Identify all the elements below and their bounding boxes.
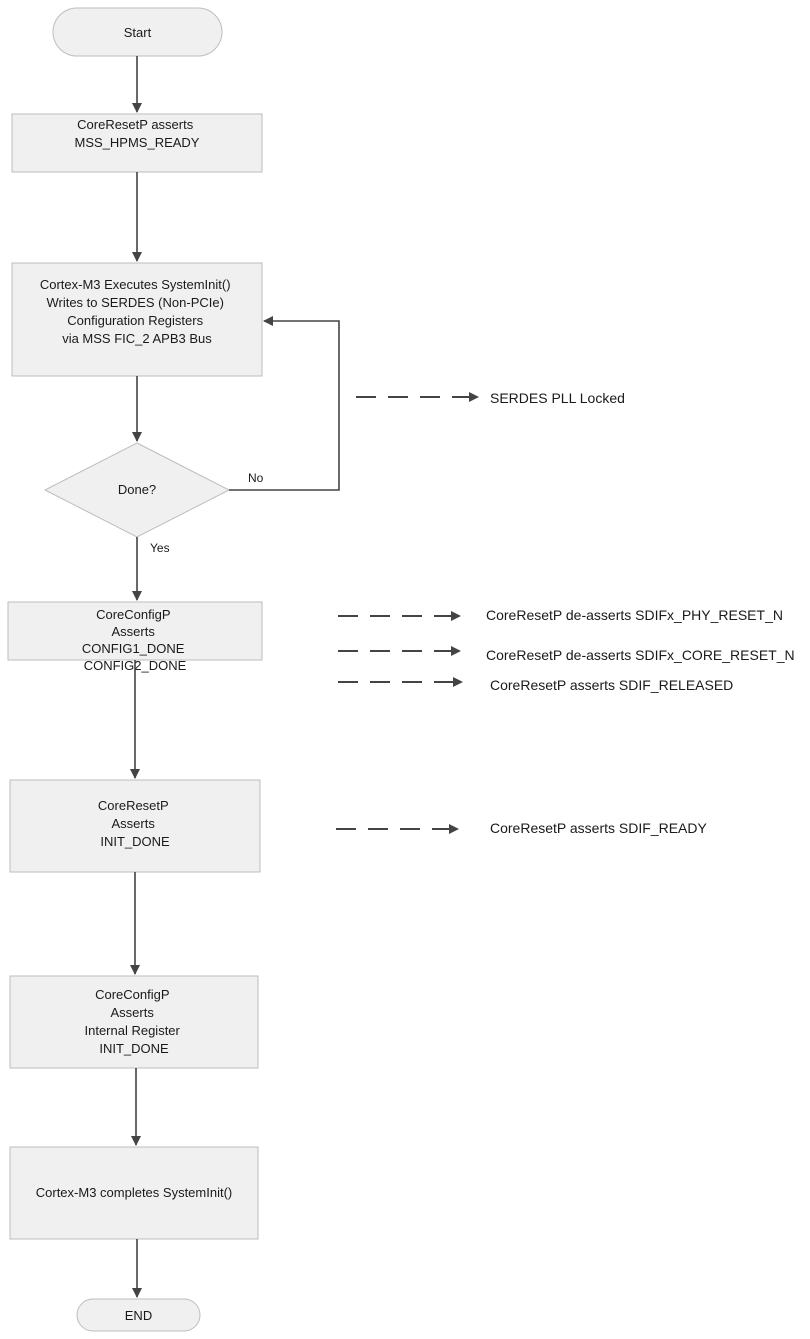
svg-text:CoreConfigP Asserts: CoreConfigP Asserts CONFIG1_DONE CONFIG2… <box>82 607 188 673</box>
step-internal-register: CoreConfigP Asserts Internal Register IN… <box>9 975 259 1069</box>
no-label: No <box>248 471 264 485</box>
step1-line-2: MSS_HPMS_READY <box>75 135 200 150</box>
step2-line-2: Writes to SERDES (Non-PCIe) <box>46 295 223 310</box>
svg-text:Cortex-M3 Executes SystemInit(: Cortex-M3 Executes SystemInit() Writes t… <box>40 277 234 346</box>
step5-line-1: CoreConfigP <box>95 987 169 1002</box>
step3-line-3: CONFIG1_DONE <box>82 641 185 656</box>
note-phy-reset: CoreResetP de-asserts SDIFx_PHY_RESET_N <box>486 607 783 623</box>
yes-label: Yes <box>150 541 170 555</box>
step-systeminit-writes: Cortex-M3 Executes SystemInit() Writes t… <box>11 262 263 377</box>
svg-text:CoreConfigP Asserts: CoreConfigP Asserts Internal Register IN… <box>84 987 183 1056</box>
step5-line-3: Internal Register <box>84 1023 180 1038</box>
start-label: Start <box>124 25 152 40</box>
step2-line-1: Cortex-M3 Executes SystemInit() <box>40 277 231 292</box>
step5-line-4: INIT_DONE <box>99 1041 169 1056</box>
step4-line-3: INIT_DONE <box>100 834 170 849</box>
step5-line-2: Asserts <box>111 1005 155 1020</box>
note-pll-locked: SERDES PLL Locked <box>490 390 625 406</box>
note-sdif-released: CoreResetP asserts SDIF_RELEASED <box>490 677 733 693</box>
start-terminator: Start <box>52 7 223 57</box>
step3-line-2: Asserts <box>112 624 156 639</box>
step2-line-4: via MSS FIC_2 APB3 Bus <box>62 331 212 346</box>
end-label: END <box>125 1308 152 1323</box>
step3-line-1: CoreConfigP <box>96 607 170 622</box>
step6-label: Cortex-M3 completes SystemInit() <box>36 1185 233 1200</box>
step4-line-2: Asserts <box>112 816 156 831</box>
step4-line-1: CoreResetP <box>98 798 169 813</box>
step-completes-systeminit: Cortex-M3 completes SystemInit() <box>9 1146 259 1240</box>
end-terminator: END <box>76 1298 201 1332</box>
step-config-done: CoreConfigP Asserts CONFIG1_DONE CONFIG2… <box>7 601 263 673</box>
step2-line-3: Configuration Registers <box>67 313 203 328</box>
step-mss-hpms-ready: CoreResetP asserts MSS_HPMS_READY <box>11 113 263 173</box>
svg-text:CoreResetP asserts MSS_H: CoreResetP asserts MSS_HPMS_READY <box>75 117 200 150</box>
decision-done: Done? <box>43 442 231 538</box>
note-core-reset: CoreResetP de-asserts SDIFx_CORE_RESET_N <box>486 647 795 663</box>
note-sdif-ready: CoreResetP asserts SDIF_READY <box>490 820 707 836</box>
svg-text:CoreResetP Asserts: CoreResetP Asserts INIT_DONE <box>98 798 172 849</box>
edge-decision-no-loop <box>229 316 340 491</box>
step1-line-1: CoreResetP asserts <box>77 117 194 132</box>
step-init-done: CoreResetP Asserts INIT_DONE <box>9 779 261 873</box>
decision-label: Done? <box>118 482 156 497</box>
